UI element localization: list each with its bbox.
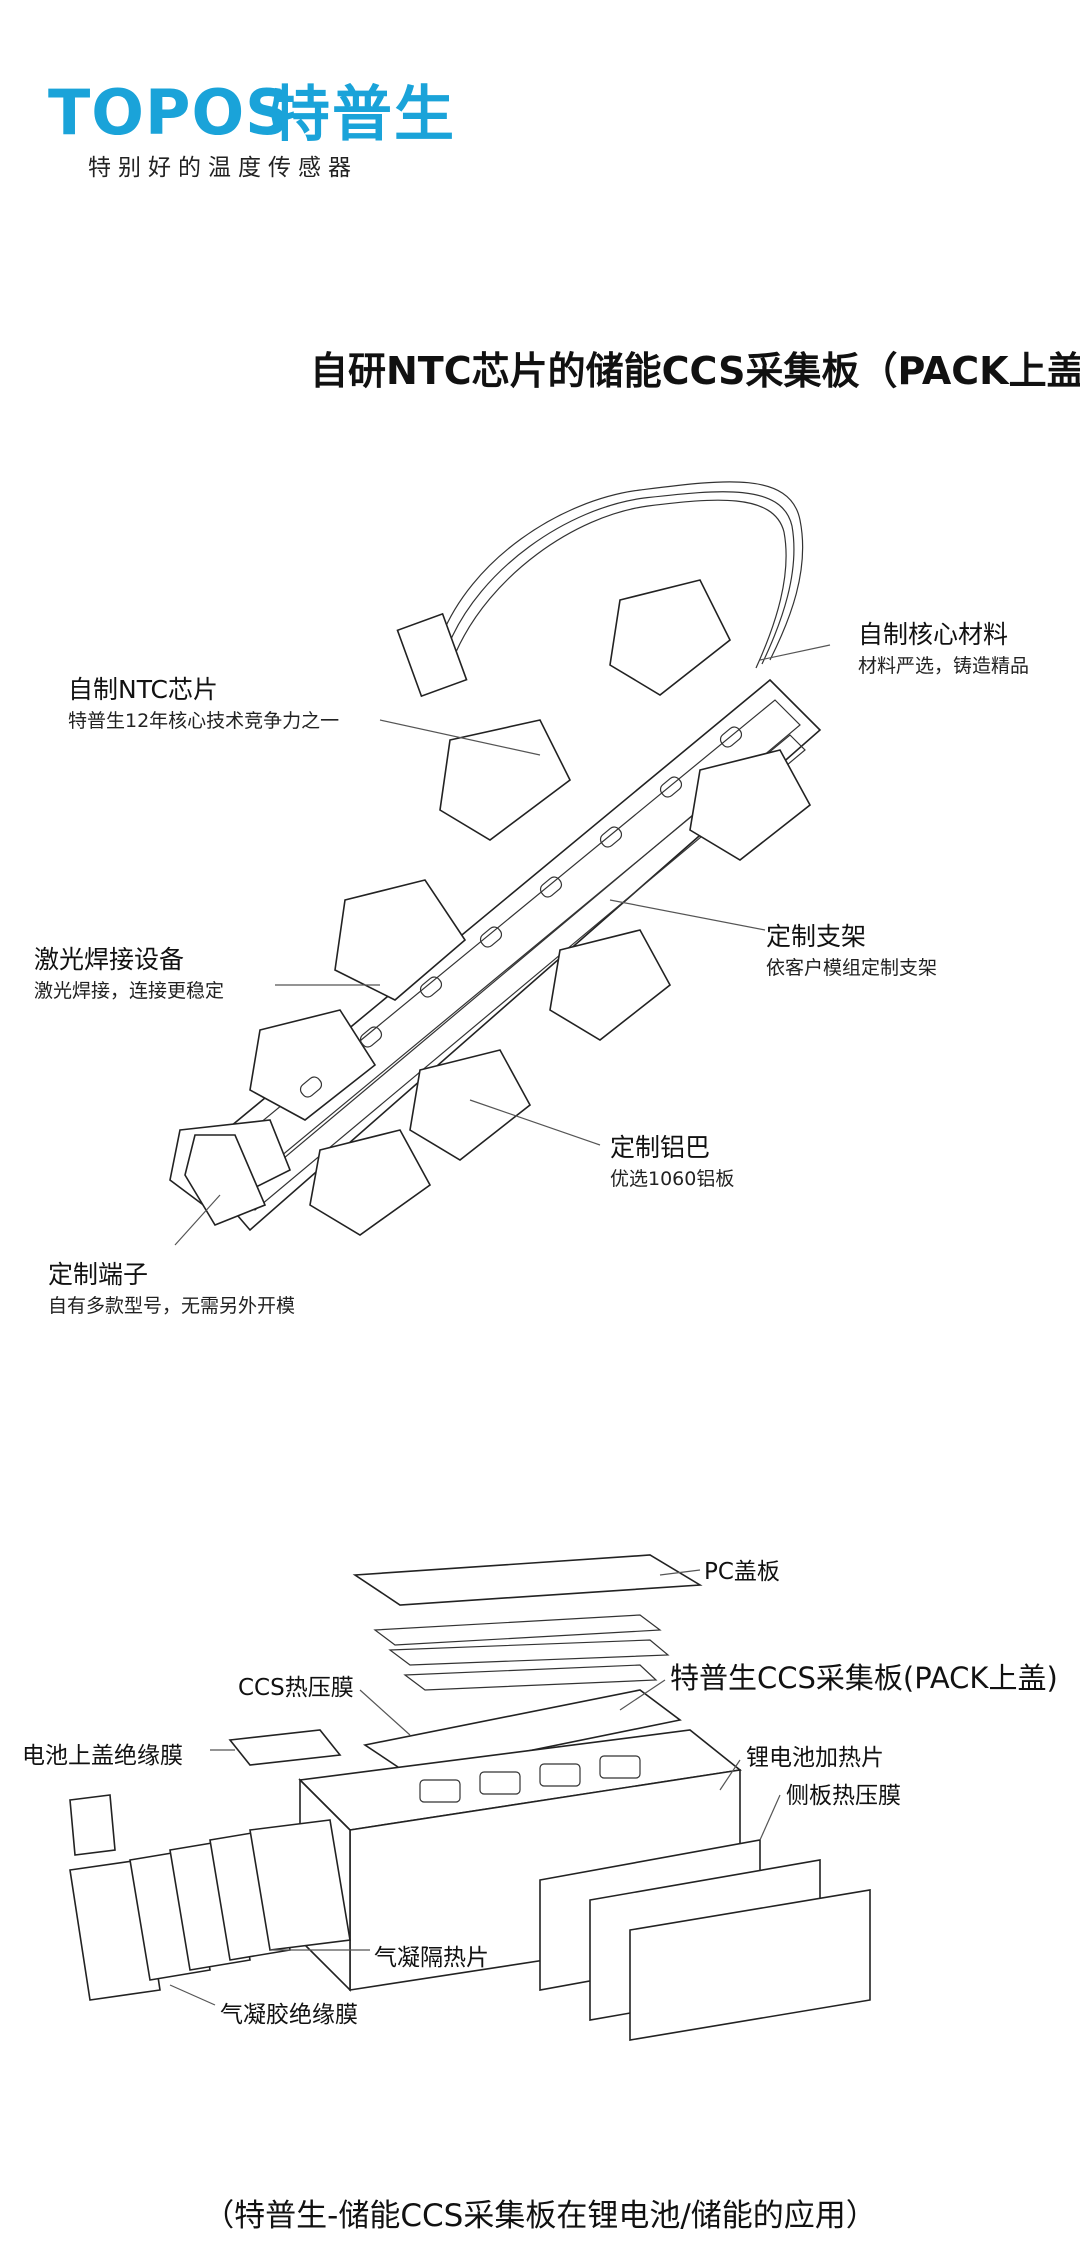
callout-subtitle: 自有多款型号，无需另外开模 [48, 1295, 296, 1317]
callout-custom-bracket: 定制支架 依客户模组定制支架 [766, 917, 937, 980]
callout-custom-terminal: 定制端子 自有多款型号，无需另外开模 [48, 1255, 295, 1318]
label-aerogel-insulation: 气凝胶绝缘膜 [220, 2002, 358, 2028]
callout-title: 定制端子 [48, 1260, 149, 1289]
callout-subtitle: 材料严选，铸造精品 [858, 655, 1030, 677]
callout-title: 定制铝巴 [610, 1133, 711, 1162]
label-heater: 锂电池加热片 [746, 1745, 884, 1771]
label-side-film: 侧板热压膜 [786, 1783, 901, 1809]
label-aerogel-heat: 气凝隔热片 [374, 1945, 489, 1971]
callout-subtitle: 依客户模组定制支架 [766, 957, 938, 979]
callout-title: 激光焊接设备 [34, 945, 185, 974]
label-pc-cover: PC盖板 [704, 1559, 780, 1585]
callout-title: 自制核心材料 [858, 620, 1009, 649]
brand-name: 特普生 [270, 80, 456, 150]
battery-pack-drawing [69, 1554, 871, 2041]
brand-tagline: 特别好的温度传感器 [88, 155, 358, 181]
exploded-leaders [169, 1569, 781, 2006]
callout-subtitle: 激光焊接，连接更稳定 [34, 980, 225, 1002]
callout-laser-welding: 激光焊接设备 激光焊接，连接更稳定 [34, 940, 224, 1003]
label-battery-cover-film: 电池上盖绝缘膜 [22, 1743, 183, 1769]
callout-subtitle: 特普生12年核心技术竞争力之一 [68, 710, 340, 732]
page-title: 自研NTC芯片的储能CCS采集板（PACK上盖） [310, 349, 1080, 393]
callout-title: 定制支架 [766, 922, 867, 951]
brand-wordmark: TOPOS [48, 76, 291, 149]
callout-leaders [174, 644, 831, 1246]
figure-caption: （特普生-储能CCS采集板在锂电池/储能的应用） [203, 2198, 877, 2234]
label-ccs-board: 特普生CCS采集板(PACK上盖) [670, 1661, 1058, 1695]
label-ccs-film: CCS热压膜 [238, 1675, 354, 1701]
callout-core-material: 自制核心材料 材料严选，铸造精品 [858, 615, 1029, 678]
callout-subtitle: 优选1060铝板 [610, 1168, 735, 1190]
ccs-board-drawing [169, 481, 822, 1236]
callout-custom-busbar: 定制铝巴 优选1060铝板 [610, 1128, 734, 1191]
callout-title: 自制NTC芯片 [68, 675, 218, 704]
callout-ntc-chip: 自制NTC芯片 特普生12年核心技术竞争力之一 [68, 670, 339, 733]
